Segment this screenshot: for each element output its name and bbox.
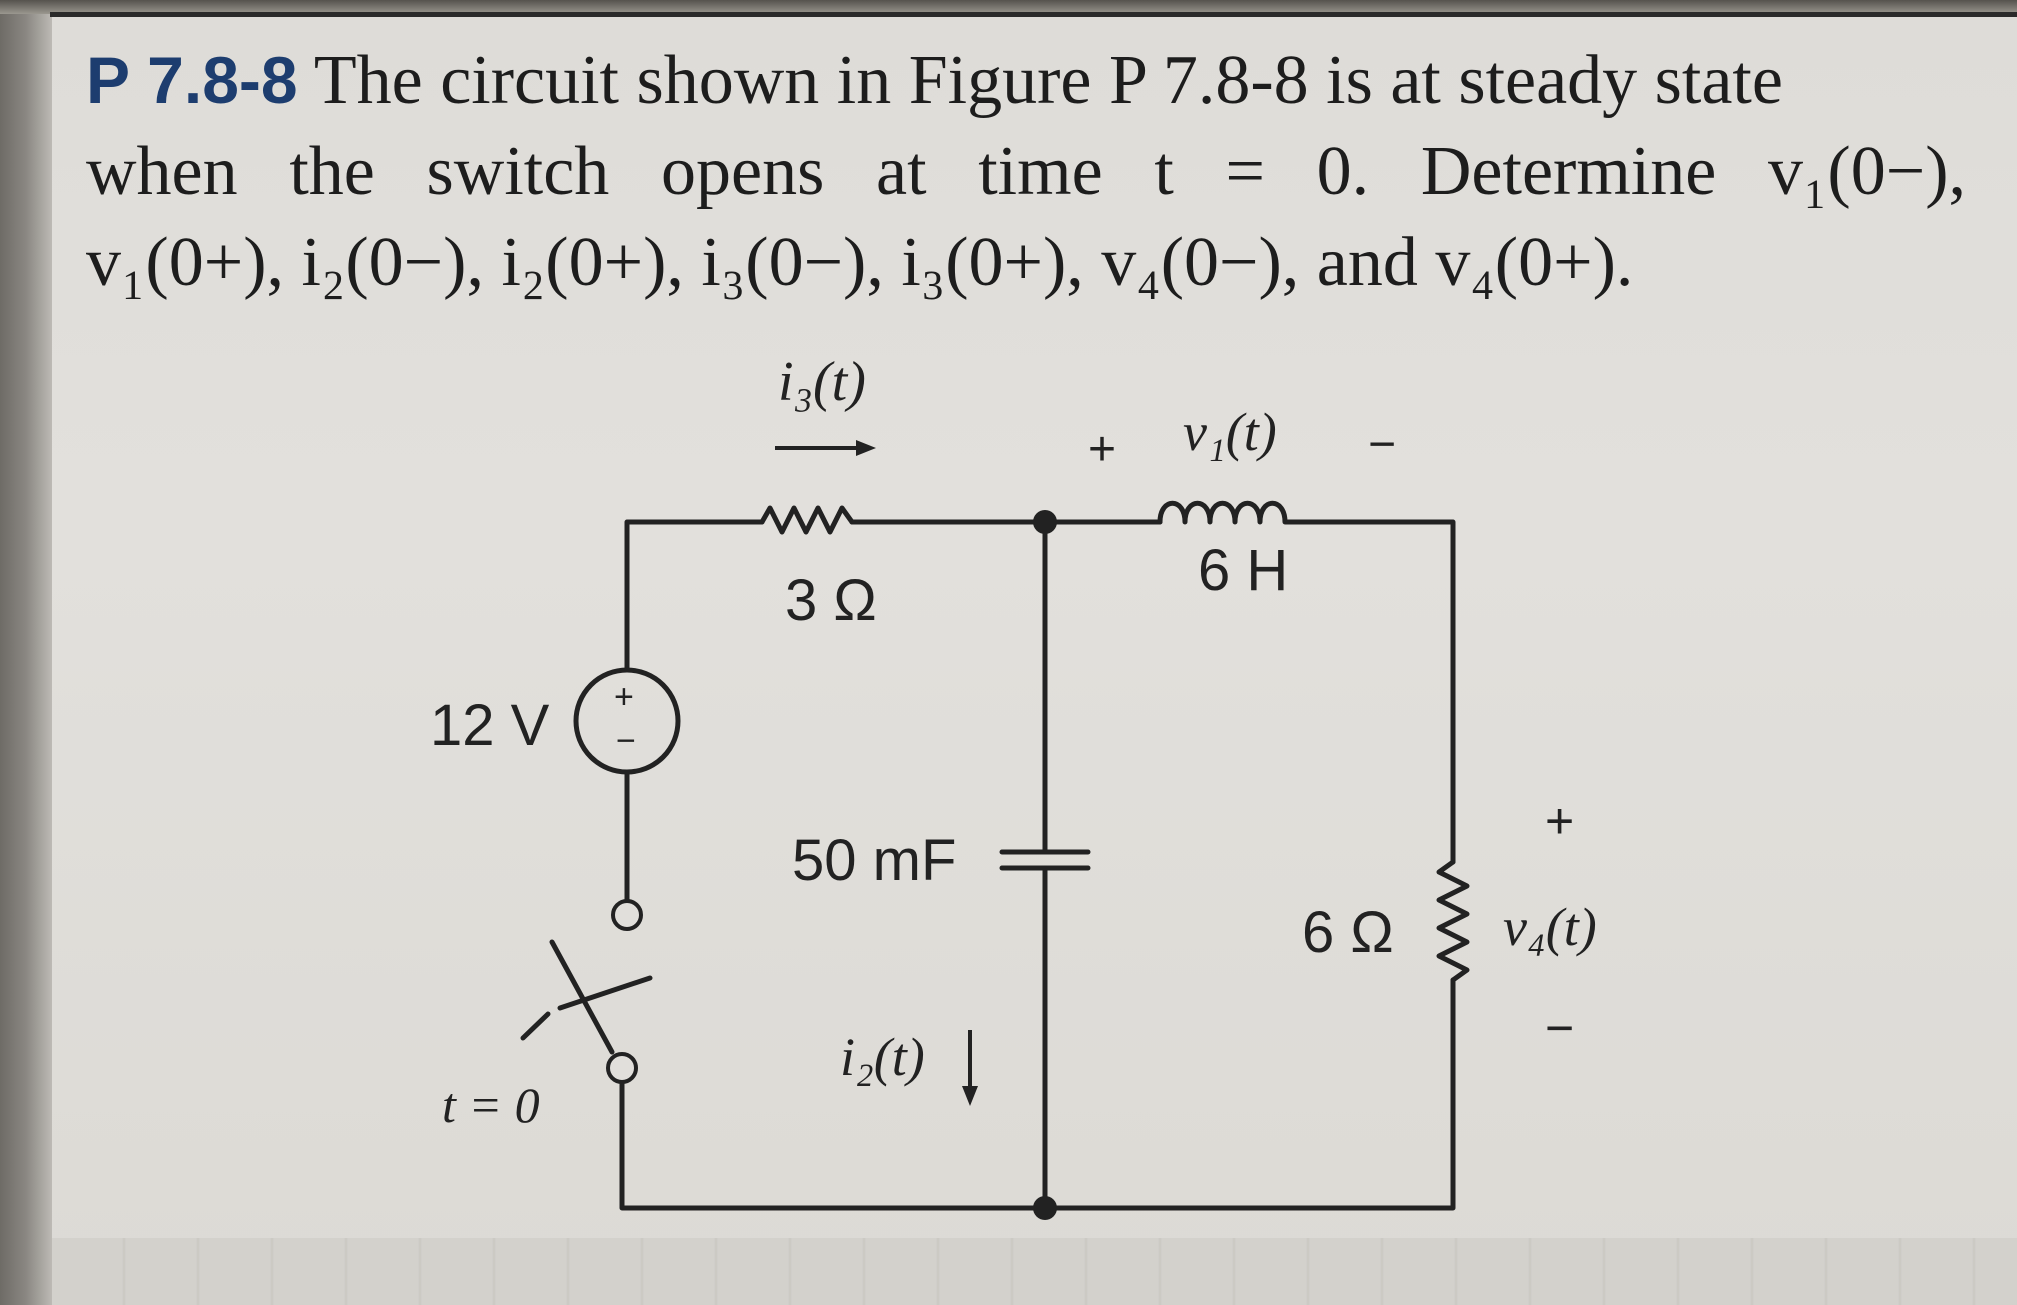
v4-plus-sign: +	[1545, 793, 1574, 849]
switch-terminal-top	[611, 899, 643, 931]
problem-text-line-2: when the switch opens at time t = 0. Det…	[86, 133, 1966, 210]
wire-left-top	[624, 519, 765, 673]
resistor-3-ohm-label: 3 Ω	[785, 568, 877, 633]
frame-rule	[50, 12, 2017, 17]
i3-label: i₃(t)	[778, 351, 866, 413]
i3-arrowhead	[856, 440, 876, 456]
resistor-3-ohm	[759, 505, 855, 535]
problem-statement: P 7.8-8 The circuit shown in Figure P 7.…	[86, 35, 1966, 308]
resistor-6-ohm	[1436, 859, 1470, 983]
wire-bottom-left	[619, 1079, 1048, 1211]
page-left-edge	[0, 0, 52, 1305]
source-plus-sign: +	[614, 678, 634, 716]
wire-right-top	[1297, 519, 1456, 865]
problem-text-line-3: v₁(0+), i₂(0−), i₂(0+), i₃(0−), i₃(0+), …	[86, 224, 1634, 301]
switch-blade	[549, 939, 615, 1055]
wire-right-bottom	[1042, 977, 1456, 1211]
source-value-label: 12 V	[430, 693, 550, 758]
problem-text-line-1: The circuit shown in Figure P 7.8-8 is a…	[313, 42, 1783, 119]
v1-label: v₁(t)	[1183, 402, 1277, 462]
switch-terminal-bottom	[606, 1052, 638, 1084]
v1-plus-sign: +	[1088, 423, 1116, 476]
problem-number: P 7.8-8	[86, 43, 298, 117]
capacitor-value-label: 50 mF	[792, 828, 956, 893]
source-minus-sign: −	[616, 722, 636, 760]
v4-label: v₄(t)	[1503, 897, 1597, 957]
switch-pivot	[520, 1011, 551, 1041]
inductor-6h	[1157, 500, 1303, 525]
problem-line-1: P 7.8-8 The circuit shown in Figure P 7.…	[86, 35, 1966, 126]
resistor-6-ohm-label: 6 Ω	[1302, 900, 1394, 965]
v4-minus-sign: −	[1545, 1000, 1574, 1056]
inductor-value-label: 6 H	[1198, 538, 1288, 603]
v1-minus-sign: −	[1368, 418, 1396, 471]
node-bottom	[1033, 1196, 1057, 1220]
switch-arm	[557, 975, 653, 1011]
i2-arrowhead	[962, 1086, 978, 1106]
i2-label: i₂(t)	[840, 1027, 925, 1087]
switch-time-label: t = 0	[442, 1077, 540, 1133]
page-top-edge	[0, 0, 2017, 14]
node-top	[1033, 510, 1057, 534]
page-bottom-grid	[52, 1238, 2017, 1305]
voltage-source	[573, 667, 681, 775]
